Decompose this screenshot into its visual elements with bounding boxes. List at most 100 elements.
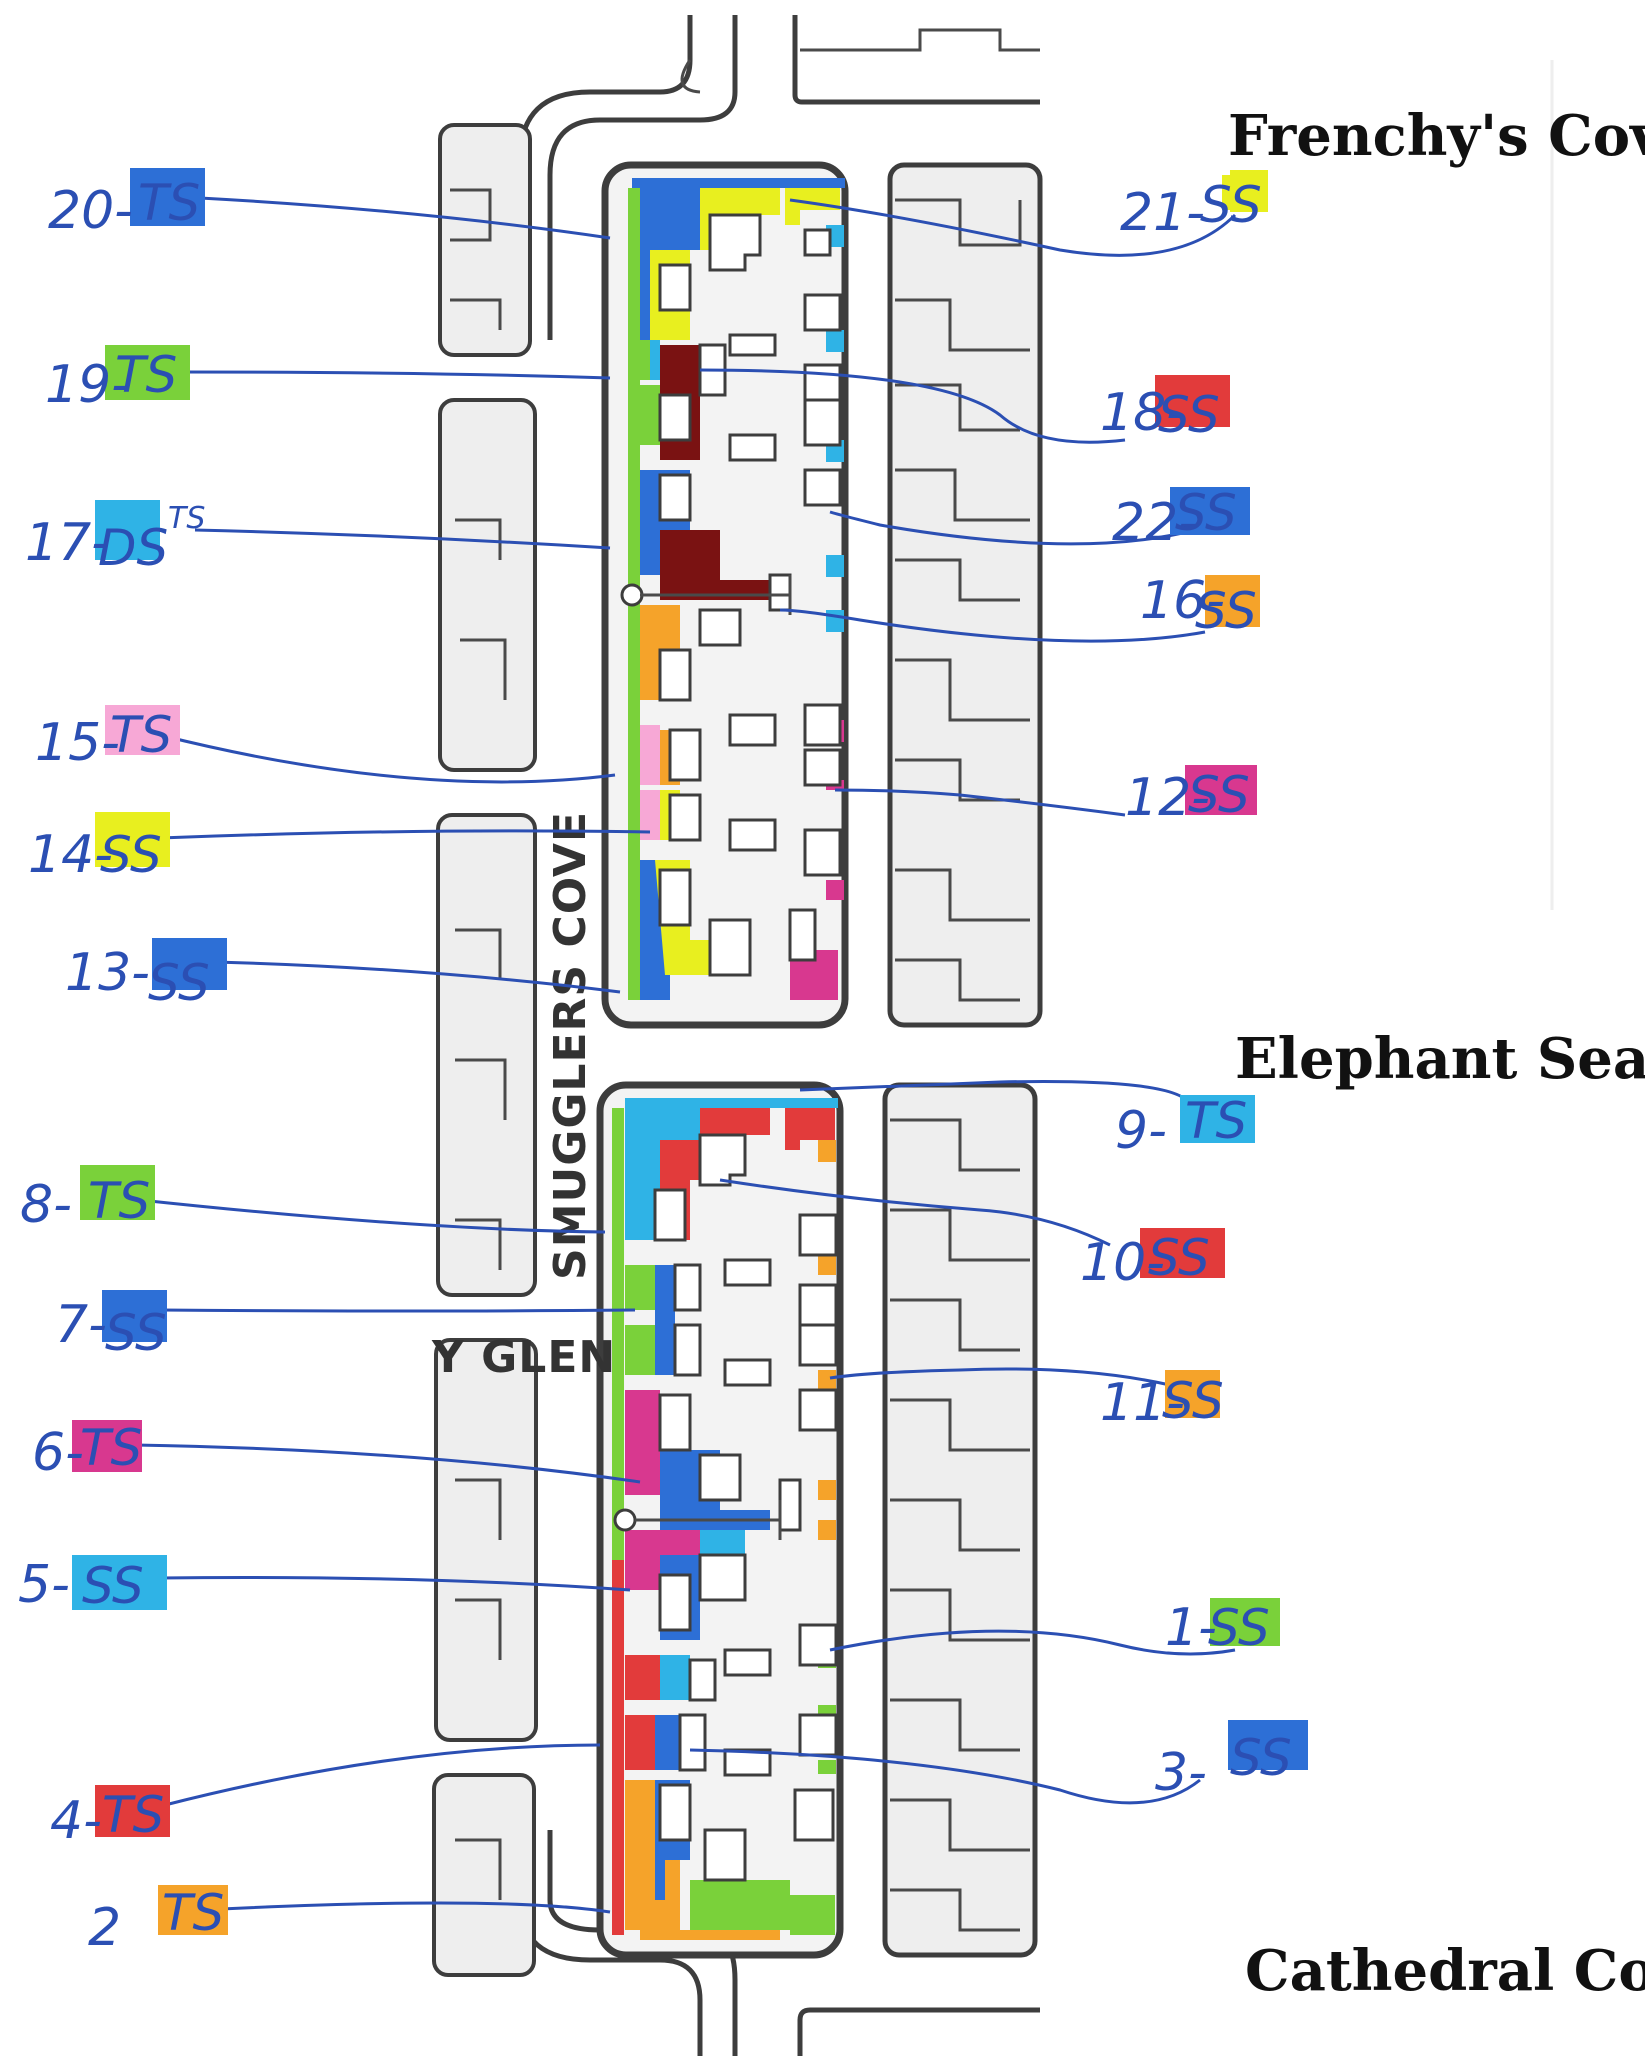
label-number: 13-: [65, 943, 150, 1003]
buildings: [653, 1133, 838, 1882]
lot-line: [800, 28, 1040, 52]
lot-block: [434, 1338, 538, 1742]
label-number: 12-: [1125, 768, 1210, 828]
label-code: SS: [1158, 386, 1220, 444]
highlight-red: [1155, 375, 1230, 427]
lot-line: [890, 1118, 1030, 1932]
lot-green: [625, 1325, 655, 1375]
lot-maroon: [660, 530, 780, 600]
label-code: TS: [102, 1786, 164, 1844]
label-18: 18- SS: [1100, 375, 1230, 444]
area-title-frenchys-cove: Frenchy's Cove: [1228, 103, 1645, 169]
label-code: SS: [1200, 176, 1262, 234]
lot-blue: [655, 1715, 680, 1770]
lot-block: [436, 813, 537, 1297]
label-number: 10-: [1080, 1233, 1165, 1293]
label-number: 22-: [1112, 493, 1197, 553]
label-code: TS: [1185, 1092, 1247, 1150]
highlight-green: [1210, 1598, 1280, 1646]
highlight-blue: [130, 168, 205, 226]
label-number: 9-: [1115, 1101, 1167, 1161]
highlight-cyan: [1170, 487, 1250, 535]
label-code: SS: [1148, 1229, 1210, 1287]
label-11: 11- SS: [1100, 1370, 1224, 1433]
label-15: 15- TS: [35, 705, 180, 773]
lot-block: [438, 398, 537, 772]
label-2: 2 TS: [88, 1884, 228, 1958]
label-17: 17- DS TS: [25, 500, 205, 577]
label-number: 3-: [1155, 1743, 1207, 1803]
label-7: 7- SS: [55, 1290, 167, 1362]
cul-de-sac: [613, 1508, 637, 1532]
highlight-blue: [152, 938, 227, 990]
edge-blue: [632, 178, 845, 188]
label-12: 12- SS: [1125, 765, 1257, 828]
lot-red: [625, 1715, 655, 1770]
north-block: [601, 161, 849, 1029]
label-code: TS: [115, 346, 177, 404]
label-9: 9- TS: [1115, 1092, 1255, 1161]
label-8: 8- TS: [20, 1165, 155, 1235]
cul-de-sac: [620, 583, 644, 607]
driveway: [635, 1500, 782, 1540]
label-code: SS: [1162, 1372, 1224, 1430]
label-1: 1- SS: [1165, 1598, 1280, 1658]
highlight-red: [1140, 1228, 1225, 1278]
label-code: SS: [1188, 766, 1250, 824]
lot-yellow: [785, 188, 840, 225]
road-edge: [797, 2007, 1040, 2056]
right-lots: [882, 162, 1043, 1958]
lot-red: [785, 1108, 835, 1150]
label-5: 5- SS: [18, 1555, 167, 1615]
driveway: [640, 575, 792, 615]
street-label-glen: Y GLEN: [431, 1332, 616, 1383]
label-number: 1-: [1165, 1598, 1217, 1658]
lot-orange: [630, 605, 680, 700]
label-number: 11-: [1100, 1373, 1185, 1433]
label-code: TS: [80, 1419, 142, 1477]
label-22: 22- SS: [1112, 484, 1250, 553]
label-code: DS: [98, 519, 168, 577]
road-edge: [792, 15, 1040, 105]
label-number: 7-: [55, 1295, 107, 1355]
label-number: 17-: [25, 513, 110, 573]
label-code: TS: [162, 1884, 224, 1942]
highlight-orange: [1165, 1370, 1220, 1418]
area-title-cathedral-cove: Cathedral Cove: [1245, 1938, 1645, 2004]
label-3: 3- SS: [1155, 1720, 1308, 1803]
highlight-pink: [105, 705, 180, 755]
highlight-orange: [158, 1885, 228, 1935]
label-code: SS: [1230, 1729, 1292, 1787]
label-code: SS: [1195, 582, 1257, 640]
label-number: 2: [88, 1898, 121, 1958]
label-code: TS: [110, 706, 172, 764]
label-21: 21- SS: [1120, 170, 1268, 243]
lot-block: [887, 162, 1043, 1028]
lot-green: [625, 1265, 655, 1310]
area-title-elephant-seal: Elephant Seal: [1235, 1026, 1645, 1092]
label-number: 5-: [18, 1555, 70, 1615]
lot-cyan: [625, 1108, 700, 1240]
road-island: [680, 59, 701, 94]
label-20: 20- TS: [48, 168, 205, 241]
lot-green: [790, 1895, 835, 1935]
label-number: 21-: [1120, 183, 1205, 243]
label-code: SS: [100, 826, 162, 884]
label-note: TS: [168, 501, 205, 536]
highlight-yellow: [95, 812, 170, 867]
lot-magenta: [625, 1390, 690, 1495]
highlight-blue: [1228, 1720, 1308, 1770]
label-number: 14-: [28, 825, 113, 885]
label-13: 13- SS: [65, 938, 227, 1012]
label-number: 4-: [50, 1791, 102, 1851]
label-number: 20-: [48, 181, 133, 241]
highlight-yellow: [1222, 175, 1268, 210]
edge-orange: [640, 1930, 780, 1940]
highlight-magenta: [72, 1420, 142, 1472]
buildings: [658, 213, 842, 977]
edge-cyan: [625, 1098, 838, 1108]
label-number: 8-: [20, 1175, 72, 1235]
lot-line: [895, 198, 1030, 1002]
lot-red: [625, 1655, 660, 1700]
